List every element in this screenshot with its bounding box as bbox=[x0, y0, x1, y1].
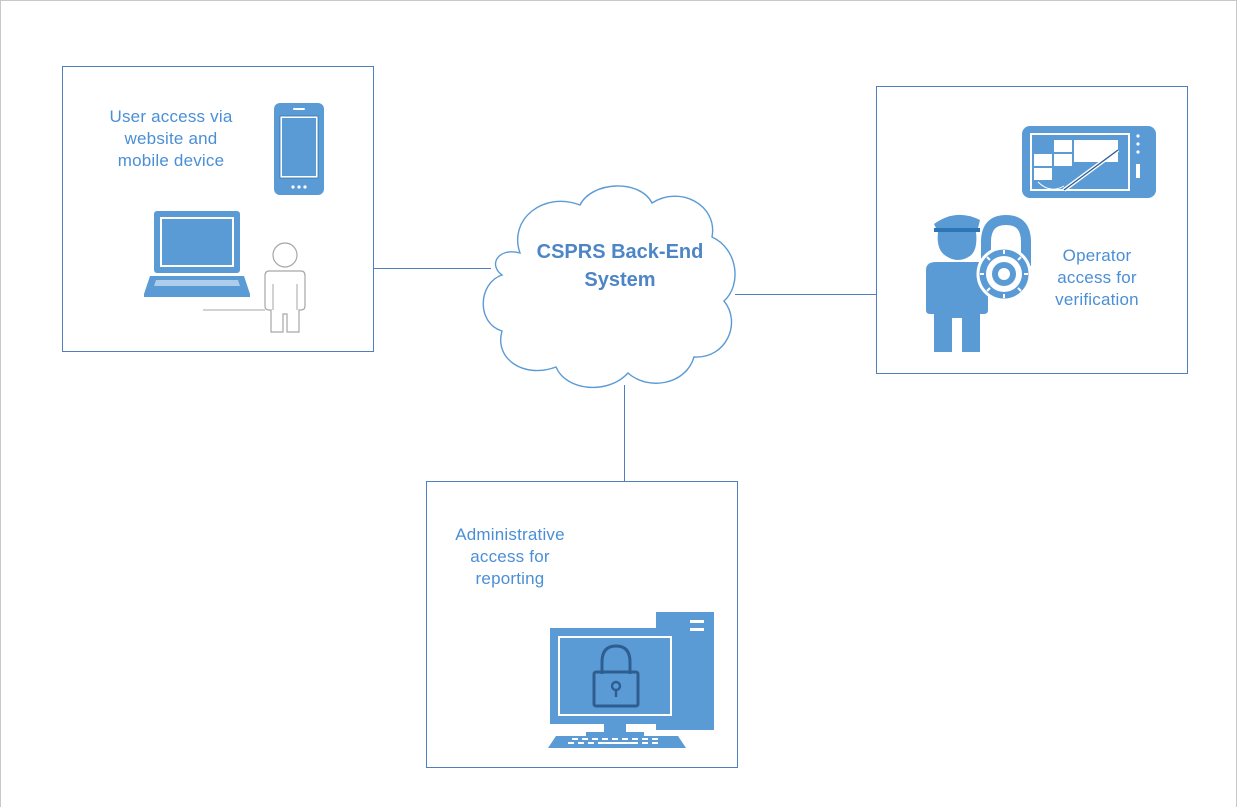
person-icon bbox=[203, 242, 306, 333]
connector-cloud-operator bbox=[735, 294, 876, 296]
screen-lock-icon bbox=[592, 644, 640, 708]
admin-label-line2: access for bbox=[470, 547, 550, 566]
cloud-shape bbox=[482, 185, 736, 389]
tablet-pen-icon bbox=[1022, 126, 1156, 198]
user-access-label: User access via website and mobile devic… bbox=[80, 106, 262, 172]
admin-label-line1: Administrative bbox=[455, 525, 565, 544]
operator-label-line1: Operator bbox=[1062, 246, 1132, 265]
cloud-title-line2: System bbox=[584, 269, 656, 291]
desktop-computer-icon bbox=[548, 612, 714, 748]
cloud-title: CSPRS Back-End System bbox=[505, 238, 735, 294]
phone-icon bbox=[274, 103, 324, 195]
cloud-title-line1: CSPRS Back-End bbox=[536, 241, 704, 263]
operator-label-line2: access for bbox=[1057, 268, 1137, 287]
connector-cloud-admin bbox=[624, 385, 626, 482]
security-guard-icon bbox=[926, 214, 1032, 352]
laptop-icon bbox=[144, 211, 250, 297]
user-label-line1: User access via bbox=[109, 107, 233, 126]
user-label-line2: website and bbox=[124, 129, 218, 148]
connector-user-cloud bbox=[373, 268, 491, 270]
operator-access-label: Operator access for verification bbox=[1027, 245, 1167, 311]
admin-access-label: Administrative access for reporting bbox=[440, 524, 580, 590]
admin-label-line3: reporting bbox=[475, 569, 545, 588]
user-label-line3: mobile device bbox=[117, 151, 225, 170]
operator-label-line3: verification bbox=[1055, 290, 1139, 309]
